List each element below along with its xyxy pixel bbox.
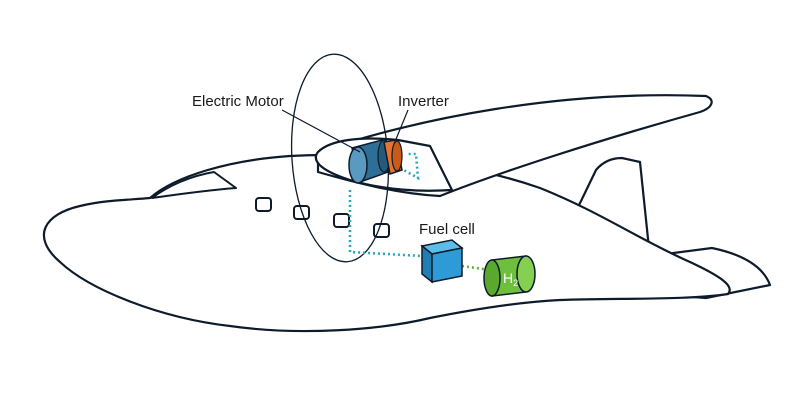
- hydrogen-label: H2: [503, 270, 518, 288]
- inverter-leader-line: [393, 109, 409, 145]
- inverter-label: Inverter: [398, 93, 449, 110]
- electric-motor-label: Electric Motor: [192, 93, 284, 110]
- motor-leader-line: [281, 109, 361, 153]
- fuel-cell: [420, 239, 464, 284]
- power-line: [348, 190, 423, 258]
- cabin-window: [333, 213, 350, 228]
- hydrogen-tank: H2: [483, 255, 536, 297]
- cabin-window: [255, 197, 272, 212]
- cockpit-windshield: [151, 171, 237, 199]
- power-line-inverter: [399, 152, 420, 181]
- inverter: [383, 139, 403, 175]
- electric-motor: [348, 139, 391, 184]
- fuel-cell-label: Fuel cell: [419, 221, 475, 238]
